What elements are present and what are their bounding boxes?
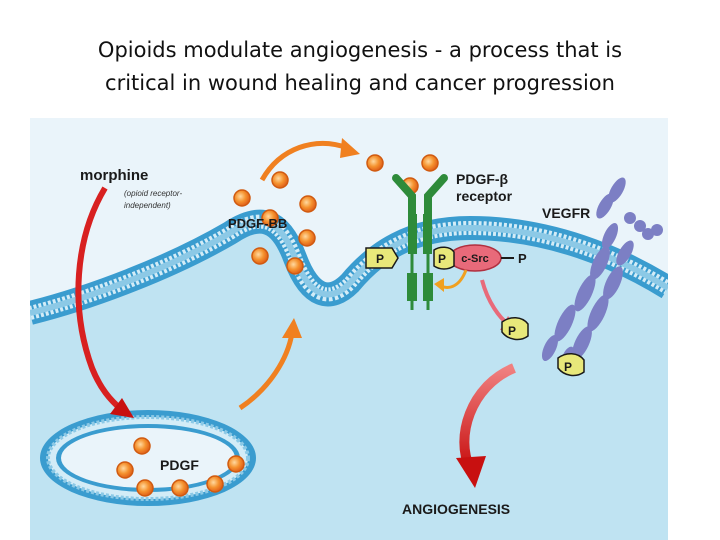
angiogenesis-label: ANGIOGENESIS bbox=[402, 501, 510, 517]
phospho-right: P bbox=[433, 246, 455, 270]
opioid-note-line-1: (opioid receptor- bbox=[124, 189, 182, 198]
title-line-1: Opioids modulate angiogenesis - a proces… bbox=[97, 38, 623, 62]
c-src-phospho-label: P bbox=[518, 251, 527, 266]
svg-text:P: P bbox=[438, 252, 446, 266]
secretion-arrow bbox=[259, 140, 349, 182]
diagram-canvas: c-Src P P P P bbox=[30, 118, 668, 540]
vegfr-phospho-2: P bbox=[557, 353, 585, 377]
vegfr-phospho-1: P bbox=[501, 317, 529, 341]
c-src: c-Src P bbox=[448, 244, 527, 272]
svg-text:P: P bbox=[508, 324, 516, 338]
pdgf-beta-receptor bbox=[392, 174, 448, 310]
vegfr-receptor bbox=[541, 177, 663, 366]
phospho-left: P bbox=[365, 247, 399, 269]
title-line-2: critical in wound healing and cancer pro… bbox=[105, 71, 615, 95]
pdgf-label: PDGF bbox=[160, 457, 199, 473]
vesicle-export-arrow bbox=[238, 332, 295, 411]
receptor-label: receptor bbox=[456, 188, 513, 204]
svg-text:P: P bbox=[376, 252, 384, 266]
pdgf-ligands bbox=[116, 437, 245, 497]
angiogenesis-arrow bbox=[459, 363, 517, 471]
pdgf-vesicle bbox=[40, 410, 256, 506]
morphine-arrow bbox=[75, 186, 124, 413]
opioid-note-line-2: independent) bbox=[124, 201, 171, 210]
vegfr-label: VEGFR bbox=[542, 205, 590, 221]
slide-title: Opioids modulate angiogenesis - a proces… bbox=[0, 34, 720, 100]
angiogenesis-diagram: c-Src P P P P bbox=[30, 118, 668, 540]
morphine-label: morphine bbox=[80, 167, 148, 184]
svg-text:P: P bbox=[564, 360, 572, 374]
pdgf-beta-label: PDGF-β bbox=[456, 171, 509, 187]
pdgf-bb-label: PDGF-BB bbox=[228, 216, 287, 231]
c-src-label: c-Src bbox=[461, 253, 489, 265]
